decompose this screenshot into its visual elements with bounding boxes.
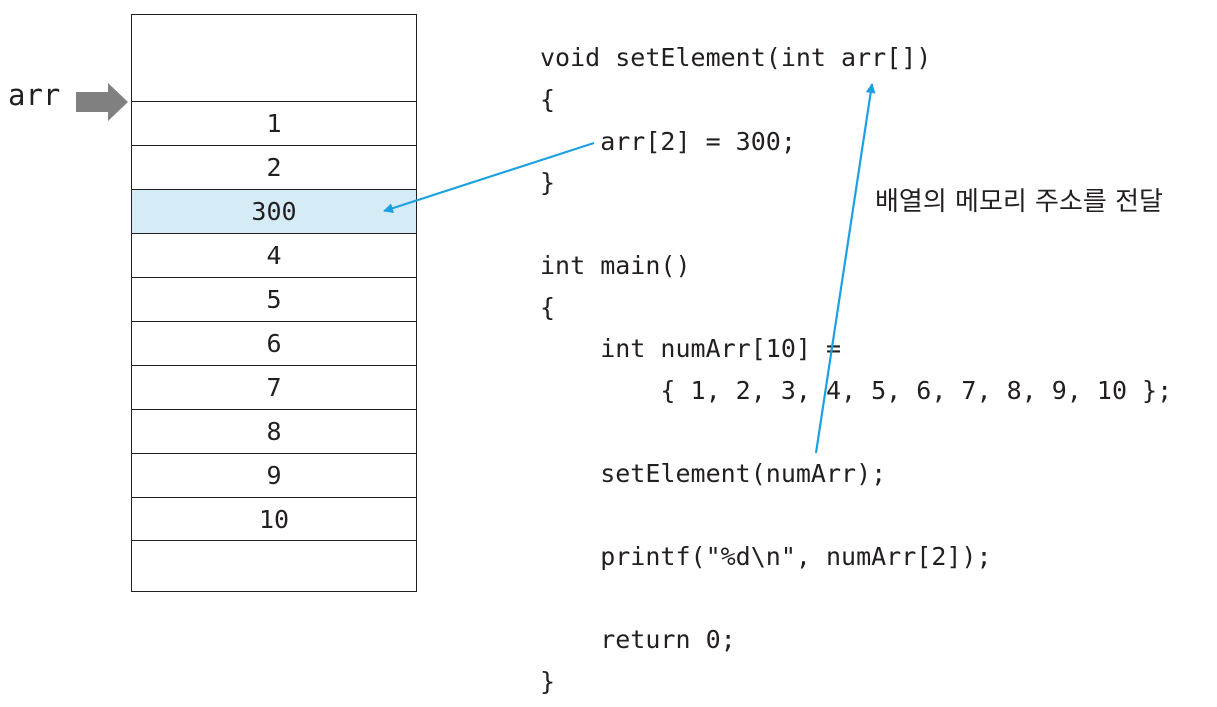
code-line-2: { bbox=[540, 85, 556, 114]
memory-cell-0: 1 bbox=[132, 101, 416, 145]
code-line-8: int numArr[10] = bbox=[540, 334, 842, 363]
code-line-13: printf("%d\n", numArr[2]); bbox=[540, 542, 992, 571]
code-line-6: int main() bbox=[540, 251, 691, 280]
code-line-9: { 1, 2, 3, 4, 5, 6, 7, 8, 9, 10 }; bbox=[540, 376, 1173, 405]
code-line-1: void setElement(int arr[]) bbox=[540, 43, 932, 72]
code-line-11: setElement(numArr); bbox=[540, 459, 887, 488]
memory-cell-7: 8 bbox=[132, 409, 416, 453]
pointer-arrow-icon bbox=[76, 83, 128, 121]
memory-block: 1 2 300 4 5 6 7 8 9 10 bbox=[131, 14, 417, 592]
annotation-text: 배열의 메모리 주소를 전달 bbox=[875, 187, 1163, 217]
memory-cell-4: 5 bbox=[132, 277, 416, 321]
code-line-15: return 0; bbox=[540, 625, 736, 654]
memory-cell-9: 10 bbox=[132, 497, 416, 541]
code-line-16: } bbox=[540, 667, 556, 696]
memory-cell-6: 7 bbox=[132, 365, 416, 409]
code-line-3: arr[2] = 300; bbox=[540, 127, 796, 156]
pointer-label: arr bbox=[8, 78, 61, 112]
code-line-7: { bbox=[540, 293, 556, 322]
memory-cell-2-highlighted: 300 bbox=[132, 189, 416, 233]
code-line-4: } bbox=[540, 168, 556, 197]
memory-cell-1: 2 bbox=[132, 145, 416, 189]
memory-cell-5: 6 bbox=[132, 321, 416, 365]
memory-empty-top bbox=[132, 15, 416, 101]
memory-cell-3: 4 bbox=[132, 233, 416, 277]
memory-cells: 1 2 300 4 5 6 7 8 9 10 bbox=[132, 101, 416, 541]
memory-cell-8: 9 bbox=[132, 453, 416, 497]
